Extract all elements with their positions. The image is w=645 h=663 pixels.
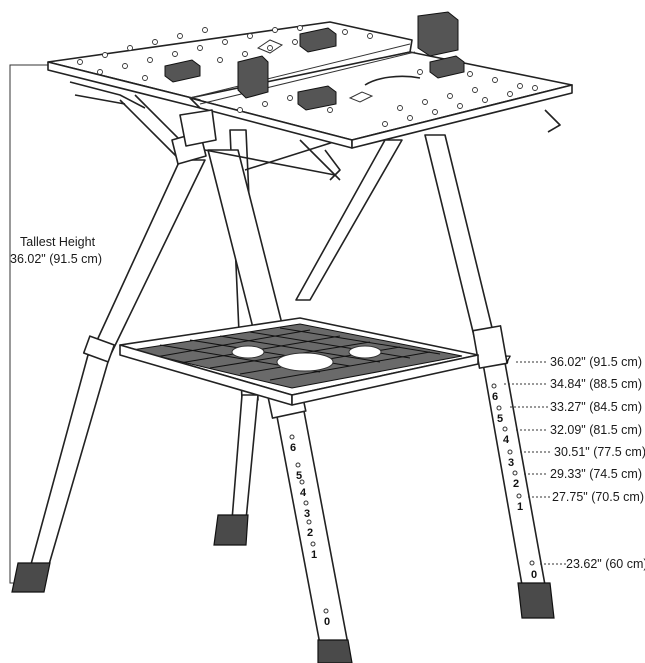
clamp-blocks xyxy=(164,11,465,111)
right-leg-number-3: 3 xyxy=(508,457,514,469)
right-leg-number-4: 4 xyxy=(503,434,510,446)
right-leg-number-5: 5 xyxy=(497,413,503,425)
height-1-label: 27.75" (70.5 cm) xyxy=(552,490,644,504)
front-leg-number-1: 1 xyxy=(311,549,317,561)
clamp-block-center xyxy=(297,85,337,111)
front-center-leg xyxy=(207,149,353,663)
front-leg-number-3: 3 xyxy=(304,508,310,520)
front-left-leg xyxy=(11,159,206,593)
side-clamps xyxy=(69,81,561,181)
height-0-label: 23.62" (60 cm) xyxy=(566,557,645,571)
front-leg-number-6: 6 xyxy=(290,442,296,454)
front-left-foot xyxy=(11,562,51,593)
clamp-jaw-rear xyxy=(417,11,459,57)
height-4-label: 32.09" (81.5 cm) xyxy=(550,423,642,437)
tallest-height-label-line1: Tallest Height xyxy=(20,235,96,249)
bottom-shelf xyxy=(119,317,479,406)
front-leg-number-4: 4 xyxy=(300,487,307,499)
right-leg-number-0: 0 xyxy=(531,569,537,581)
height-callouts: 7 36.02" (91.5 cm) 34.84" (88.5 cm) 33.2… xyxy=(504,354,645,571)
tallest-height-label-line2: 36.02" (91.5 cm) xyxy=(10,252,102,266)
clamp-block-left xyxy=(164,59,201,83)
right-leg-number-1: 1 xyxy=(517,501,523,513)
clamp-block-right xyxy=(429,55,465,79)
right-leg xyxy=(424,134,555,619)
back-left-foot xyxy=(213,514,249,546)
front-leg-scale: 6 5 4 3 2 1 0 xyxy=(289,434,330,628)
right-foot xyxy=(517,582,555,619)
height-2-label: 29.33" (74.5 cm) xyxy=(550,467,642,481)
clamp-jaw-front xyxy=(237,55,269,99)
height-7-label: 36.02" (91.5 cm) xyxy=(550,355,642,369)
front-leg-number-0: 0 xyxy=(324,616,330,628)
clamp-block-top xyxy=(299,27,337,53)
front-center-foot xyxy=(317,639,353,663)
height-6-label: 34.84" (88.5 cm) xyxy=(550,377,642,391)
front-leg-number-2: 2 xyxy=(307,527,313,539)
right-leg-number-2: 2 xyxy=(513,478,519,490)
cross-braces xyxy=(119,94,341,181)
height-position-7: 7 xyxy=(505,354,511,366)
right-leg-number-6: 6 xyxy=(492,391,498,403)
front-leg-number-5: 5 xyxy=(296,470,302,482)
height-3-label: 30.51" (77.5 cm) xyxy=(554,445,645,459)
height-5-label: 33.27" (84.5 cm) xyxy=(550,400,642,414)
right-leg-scale: 6 5 4 3 2 1 0 xyxy=(491,383,537,581)
